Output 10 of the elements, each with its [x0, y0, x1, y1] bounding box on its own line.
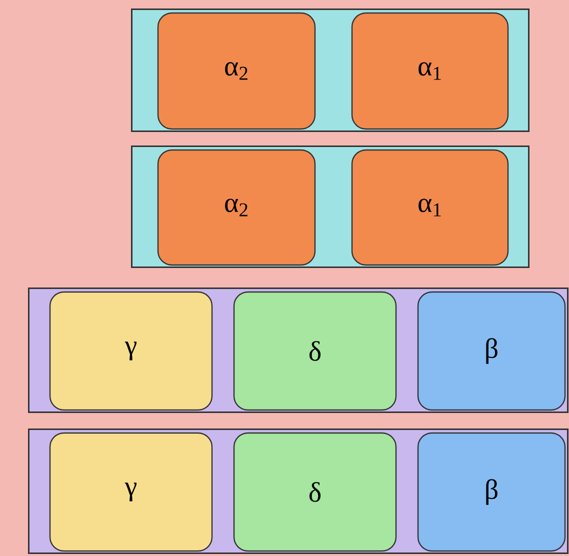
gene-box: α$_{1}$ — [351, 149, 509, 266]
gene-box: β — [417, 432, 566, 552]
gene-box: α$_{1}$ — [351, 12, 509, 130]
gene-box: δ — [233, 432, 397, 552]
gene-box: γ — [49, 432, 213, 552]
gene-box: β — [417, 291, 566, 411]
gene-box: α$_{2}$ — [157, 12, 316, 130]
gene-box: α$_{2}$ — [157, 149, 316, 266]
gene-box: γ — [49, 291, 213, 411]
gene-box: δ — [233, 291, 397, 411]
